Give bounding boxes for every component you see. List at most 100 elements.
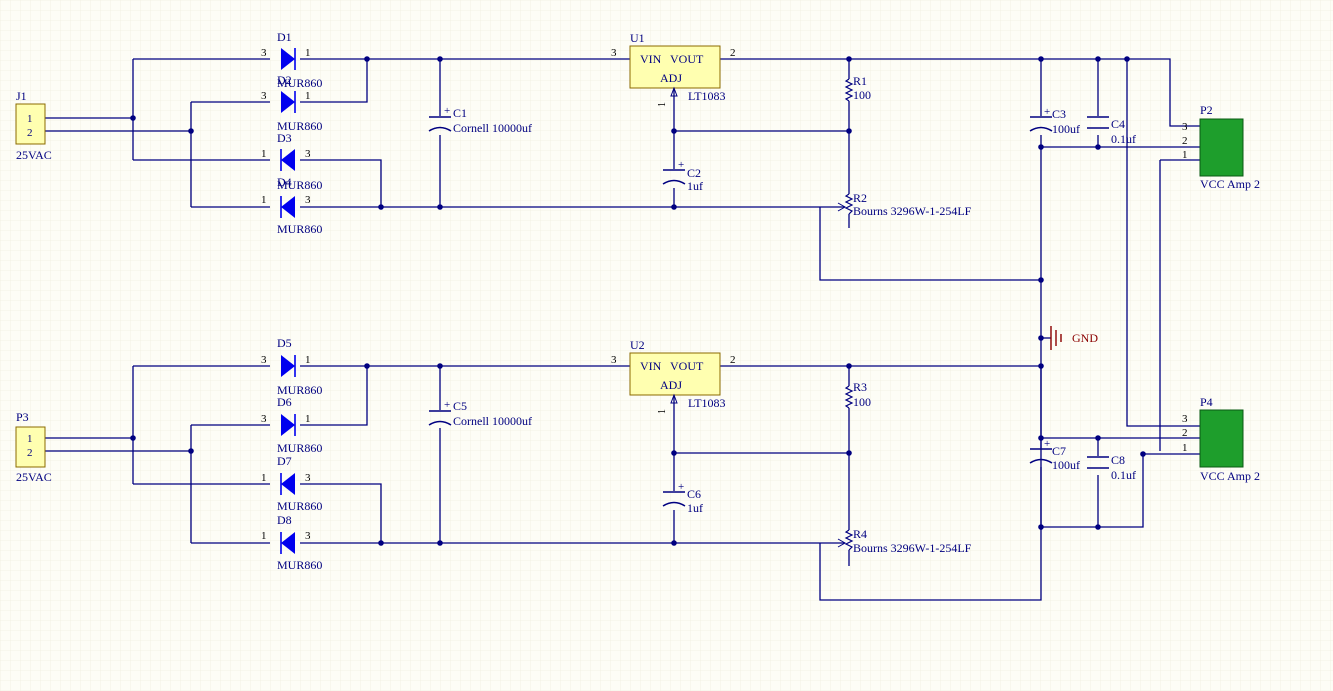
p3-pin-2: 2: [27, 447, 33, 459]
d1-pin-a: 3: [261, 47, 267, 59]
u1-value: LT1083: [688, 89, 726, 103]
diode-d8[interactable]: D8 1 3 MUR860: [261, 513, 322, 572]
junctions: [130, 56, 1146, 546]
u2-value: LT1083: [688, 396, 726, 410]
r1-value: 100: [853, 88, 871, 102]
d6-designator: D6: [277, 395, 292, 409]
d5-designator: D5: [277, 336, 292, 350]
j1-designator: J1: [16, 89, 27, 103]
c3-designator: C3: [1052, 107, 1066, 121]
p2-value: VCC Amp 2: [1200, 177, 1260, 191]
connector-j1[interactable]: J1 1 2 25VAC: [15, 89, 52, 162]
p4-value: VCC Amp 2: [1200, 469, 1260, 483]
d8-value: MUR860: [277, 558, 322, 572]
d6-value: MUR860: [277, 441, 322, 455]
u1-pin-in: 3: [611, 47, 617, 59]
p3-value: 25VAC: [16, 470, 52, 484]
c1-designator: C1: [453, 106, 467, 120]
d2-designator: D2: [277, 73, 292, 87]
u1-designator: U1: [630, 31, 645, 45]
diode-d6[interactable]: D6 3 1 MUR860: [261, 395, 322, 455]
d8-designator: D8: [277, 513, 292, 527]
c1-plus: +: [444, 105, 450, 117]
connector-p3[interactable]: P3 1 2 25VAC: [15, 410, 52, 484]
regulator-u1[interactable]: U1 VIN VOUT ADJ 3 2 1 LT1083: [611, 31, 736, 107]
capacitor-c3[interactable]: + C3 100uf: [1029, 106, 1080, 136]
capacitor-c6[interactable]: + C6 1uf: [662, 481, 703, 515]
j1-pin-2: 2: [27, 127, 33, 139]
capacitor-c4[interactable]: C4 0.1uf: [1087, 116, 1136, 146]
d4-value: MUR860: [277, 222, 322, 236]
r2-value: Bourns 3296W-1-254LF: [853, 204, 972, 218]
d6-pin-a: 3: [261, 413, 267, 425]
potentiometer-r2[interactable]: R2 Bourns 3296W-1-254LF: [820, 191, 972, 218]
potentiometer-r4[interactable]: R4 Bourns 3296W-1-254LF: [820, 527, 972, 555]
resistor-r1[interactable]: R1 100: [844, 74, 871, 102]
d8-pin-a: 1: [261, 530, 267, 542]
d3-pin-a: 1: [261, 148, 267, 160]
wires: [45, 58, 1200, 601]
capacitor-c7[interactable]: + C7 100uf: [1029, 438, 1080, 472]
u2-adj: ADJ: [660, 378, 682, 392]
c7-value: 100uf: [1052, 458, 1080, 472]
p2-pin-1: 1: [1182, 149, 1188, 161]
diode-d1[interactable]: D1 3 1 MUR860: [261, 30, 322, 90]
c2-value: 1uf: [687, 179, 703, 193]
c7-designator: C7: [1052, 444, 1066, 458]
u1-pin-out: 2: [730, 47, 736, 59]
d1-designator: D1: [277, 30, 292, 44]
regulator-u2[interactable]: U2 VIN VOUT ADJ 3 2 1 LT1083: [611, 338, 736, 414]
diode-d3[interactable]: D3 1 3 MUR860: [261, 131, 322, 192]
p4-pin-2: 2: [1182, 427, 1188, 439]
diode-d7[interactable]: D7 1 3 MUR860: [261, 454, 322, 513]
u1-vout: VOUT: [670, 52, 704, 66]
u2-vout: VOUT: [670, 359, 704, 373]
d2-pin-b: 1: [305, 90, 311, 102]
d3-designator: D3: [277, 131, 292, 145]
j1-value: 25VAC: [16, 148, 52, 162]
d4-pin-b: 3: [305, 194, 311, 206]
p2-designator: P2: [1200, 103, 1213, 117]
u1-pin-adj: 1: [657, 102, 668, 107]
u1-vin: VIN: [640, 52, 662, 66]
d7-pin-b: 3: [305, 472, 311, 484]
r4-designator: R4: [853, 527, 867, 541]
u2-pin-adj: 1: [657, 409, 668, 414]
c5-designator: C5: [453, 399, 467, 413]
c6-plus: +: [678, 481, 684, 493]
c3-plus: +: [1044, 106, 1050, 118]
p4-pin-1: 1: [1182, 442, 1188, 454]
d5-value: MUR860: [277, 383, 322, 397]
u1-adj: ADJ: [660, 71, 682, 85]
diode-d5[interactable]: D5 3 1 MUR860: [261, 336, 322, 397]
c2-designator: C2: [687, 166, 701, 180]
d2-value: MUR860: [277, 119, 322, 133]
capacitor-c5[interactable]: + C5 Cornell 10000uf: [428, 399, 532, 428]
u2-pin-out: 2: [730, 354, 736, 366]
capacitor-c1[interactable]: + C1 Cornell 10000uf: [428, 105, 532, 135]
capacitor-c8[interactable]: C8 0.1uf: [1087, 453, 1136, 482]
connector-p2[interactable]: P2 3 2 1 VCC Amp 2: [1182, 103, 1260, 191]
gnd-symbol[interactable]: GND: [1050, 326, 1098, 350]
resistor-r3[interactable]: R3 100: [844, 380, 871, 409]
p3-designator: P3: [16, 410, 29, 424]
d5-pin-a: 3: [261, 354, 267, 366]
capacitor-c2[interactable]: + C2 1uf: [662, 159, 703, 193]
r1-designator: R1: [853, 74, 867, 88]
c2-plus: +: [678, 159, 684, 171]
connector-p4[interactable]: P4 3 2 1 VCC Amp 2: [1182, 395, 1260, 483]
c4-designator: C4: [1111, 117, 1125, 131]
p4-pin-3: 3: [1182, 413, 1188, 425]
p3-pin-1: 1: [27, 433, 33, 445]
r3-value: 100: [853, 395, 871, 409]
gnd-label: GND: [1072, 331, 1098, 345]
d6-pin-b: 1: [305, 413, 311, 425]
r3-designator: R3: [853, 380, 867, 394]
diode-d4[interactable]: D4 1 3 MUR860: [261, 175, 322, 236]
diode-d2[interactable]: D2 3 1 MUR860: [261, 73, 322, 133]
d7-value: MUR860: [277, 499, 322, 513]
c4-value: 0.1uf: [1111, 132, 1136, 146]
d4-pin-a: 1: [261, 194, 267, 206]
u2-vin: VIN: [640, 359, 662, 373]
c6-designator: C6: [687, 487, 701, 501]
